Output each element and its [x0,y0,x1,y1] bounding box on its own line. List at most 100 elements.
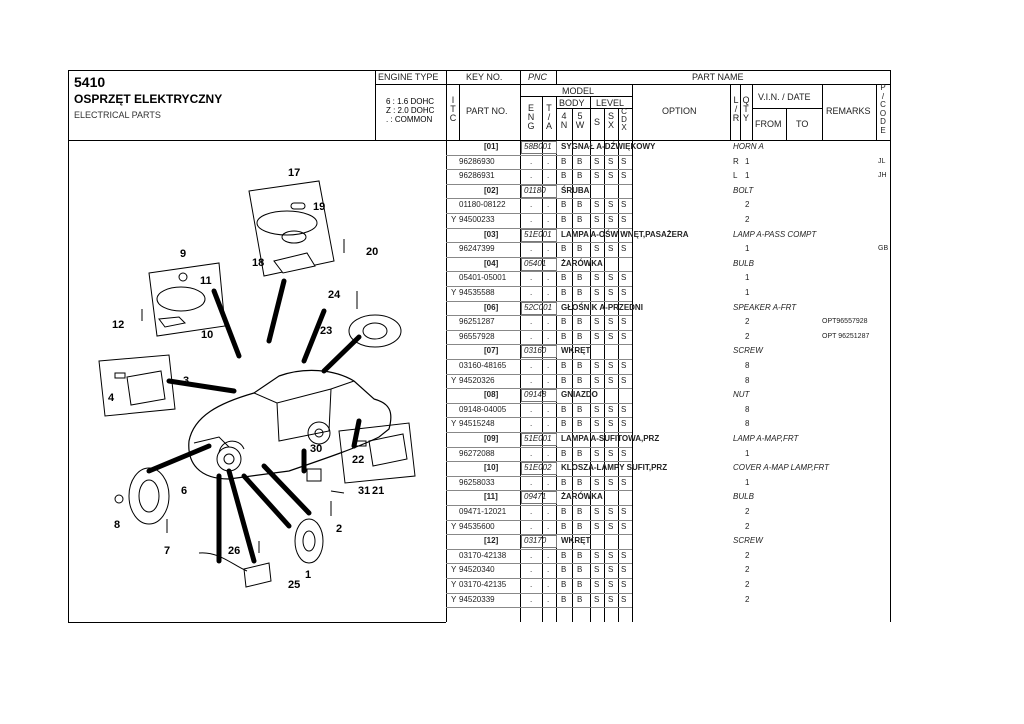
row-body-4n: B [561,521,567,531]
row-body-4n: B [561,317,567,327]
callout-10: 10 [201,329,214,341]
callout-12: 12 [112,319,125,331]
row-body-4n: B [561,448,567,458]
row-level-sx: S [608,361,614,370]
row-level-sx: S [608,156,614,166]
row-part-no: 96286931 [459,171,495,181]
callout-4: 4 [108,392,115,404]
row-part-no: 94520339 [459,594,495,604]
row-part-no: 05401-05001 [459,273,507,283]
row-eng: . [530,361,533,370]
body-4n-header: 4 N [560,111,568,130]
group-pnc: 51E001 [524,229,552,239]
part-no-header: PART NO. [466,106,508,116]
row-ta: . [547,244,550,254]
row-level-s: S [594,594,600,604]
row-part-no: 96258033 [459,477,495,487]
row-eng: . [530,171,533,181]
group-name-en: BOLT [733,185,754,195]
itc-header: I T C [449,95,457,123]
row-level-sx: S [608,507,614,516]
ta-header: T / A [545,103,552,131]
row-body-5w: B [577,215,583,224]
engine-line-3: . : COMMON [386,115,433,124]
row-body-4n: B [561,580,567,589]
group-name-pl: LAMPA A-OŚW WNĘT,PASAŻERA [561,229,689,239]
row-ta: . [547,200,550,210]
row-body-5w: B [577,288,583,297]
group-name-pl: ŻARÓWKA [561,258,603,268]
pnc-box [521,257,557,271]
level-cdx-header: C D X [621,107,627,132]
pnc-box [521,345,557,359]
row-level-s: S [594,273,600,283]
row-body-4n: B [561,419,567,429]
row-qty: 1 [745,288,750,297]
from-header: FROM [755,119,782,129]
engine-line-2: Z : 2.0 DOHC [386,106,435,115]
section-title-en: ELECTRICAL PARTS [74,110,161,120]
row-ta: . [547,361,550,370]
pcode-header: P / C O D E [879,83,887,135]
row-ta: . [547,507,550,516]
row-body-4n: B [561,375,567,385]
option-header: OPTION [662,106,697,116]
callout-22: 22 [352,454,365,466]
group-key: [02] [484,185,499,195]
section-code: 5410 [74,74,106,90]
callout-30: 30 [310,443,323,455]
callout-11: 11 [200,275,212,287]
row-part-no: 94520326 [459,375,495,385]
callout-20: 20 [366,246,379,258]
row-eng: . [530,477,533,487]
row-qty: 8 [745,419,750,429]
row-itc: Y [451,375,457,385]
row-qty: 1 [745,477,750,487]
row-level-s: S [594,375,600,385]
row-part-no: 03170-42138 [459,550,507,560]
group-name-en: SCREW [733,536,763,546]
row-level-cdx: S [621,331,627,341]
row-level-cdx: S [621,244,627,254]
row-eng: . [530,594,533,604]
row-body-4n: B [561,200,567,210]
row-level-sx: S [608,375,614,385]
group-key: [11] [484,492,498,502]
row-part-no: 09148-04005 [459,404,507,414]
row-body-4n: B [561,288,567,297]
row-body-4n: B [561,331,567,341]
group-name-pl: GŁOŚNIK A-PRZEDNI [561,302,643,312]
row-level-sx: S [608,521,614,531]
row-qty: 2 [745,521,750,531]
row-level-s: S [594,331,600,341]
row-level-sx: S [608,171,614,181]
group-name-en: BULB [733,492,754,502]
row-part-no: 96272088 [459,448,495,458]
row-ta: . [547,594,550,604]
row-ta: . [547,317,550,327]
group-name-en: LAMP A-MAP,FRT [733,434,799,443]
callout-9: 9 [180,248,187,260]
callout-26: 26 [228,545,241,557]
row-body-5w: B [577,477,583,487]
row-ta: . [547,215,550,224]
group-key: [09] [484,434,499,443]
row-qty: 2 [745,317,750,327]
group-name-en: BULB [733,258,754,268]
row-body-5w: B [577,361,583,370]
group-name-pl: WKRĘT [561,346,591,356]
group-name-pl: KLOSZA-LAMPY SUFIT,PRZ [561,463,668,473]
row-lr: L [733,171,738,181]
row-body-4n: B [561,550,567,560]
row-level-s: S [594,171,600,181]
row-pcode: JH [878,172,887,180]
pnc-box [521,141,557,154]
row-eng: . [530,550,533,560]
row-level-sx: S [608,288,614,297]
callout-18: 18 [252,257,265,269]
group-name-en: SCREW [733,346,763,356]
group-name-pl: ŻARÓWKA [561,492,603,502]
row-pcode: JL [878,157,886,165]
callout-8: 8 [114,519,121,531]
row-level-cdx: S [621,580,627,589]
